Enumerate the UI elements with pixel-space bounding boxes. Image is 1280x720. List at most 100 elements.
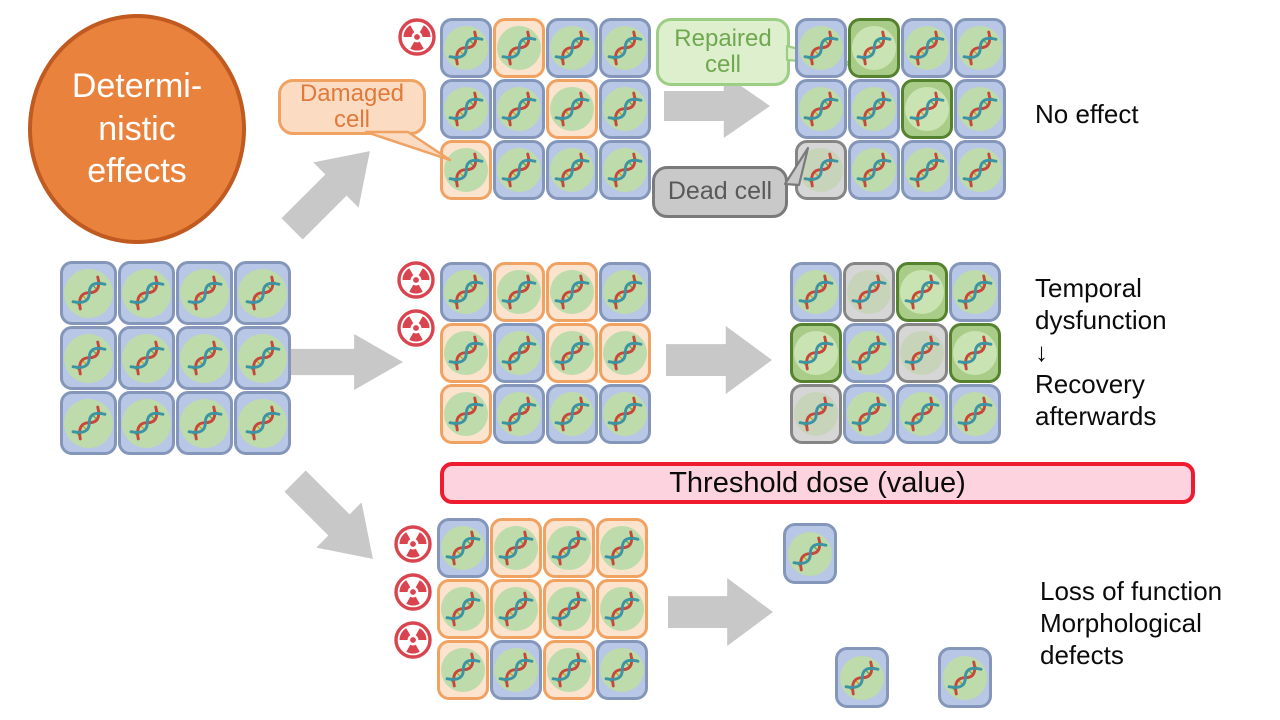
cell-nucleus: [441, 587, 485, 631]
cell-nucleus: [953, 392, 997, 436]
dna-helix-icon: [448, 30, 484, 66]
radiation-dose-stack-top: [397, 17, 437, 57]
damaged-cell-label: Damaged cell: [299, 79, 405, 133]
radiation-trefoil-icon: [397, 309, 435, 347]
outcome-text-middle: Temporal dysfunction ↓ Recovery afterwar…: [1035, 273, 1167, 431]
cell-nucleus: [238, 333, 287, 383]
dna-helix-icon: [798, 274, 834, 310]
cell-nucleus: [64, 398, 113, 448]
normal-cell: [546, 18, 598, 78]
radiation-trefoil-icon: [397, 261, 435, 299]
cell-nucleus: [497, 26, 541, 70]
cell-nucleus: [122, 268, 171, 318]
dna-helix-icon: [187, 405, 222, 441]
dna-helix-icon: [551, 591, 587, 627]
dna-helix-icon: [607, 91, 643, 127]
damaged-cell: [437, 640, 489, 700]
dna-helix-icon: [851, 396, 887, 432]
cell-nucleus: [900, 331, 944, 375]
surviving-cell: [783, 523, 837, 584]
dna-helix-icon: [554, 152, 590, 188]
normal-cell: [60, 261, 117, 325]
cell-nucleus: [852, 148, 896, 192]
repaired-cell: [901, 79, 953, 139]
outcome-grid-middle: [790, 262, 1001, 444]
cell-nucleus: [603, 270, 647, 314]
cell-nucleus: [600, 587, 644, 631]
dna-helix-icon: [604, 530, 640, 566]
outcome-grid-top: [795, 18, 1006, 200]
cell-nucleus: [550, 87, 594, 131]
dna-helix-icon: [551, 652, 587, 688]
cell-nucleus: [958, 148, 1002, 192]
cell-nucleus: [958, 87, 1002, 131]
normal-cell: [546, 140, 598, 200]
dna-helix-icon: [904, 396, 940, 432]
cell-nucleus: [122, 333, 171, 383]
normal-cell: [795, 18, 847, 78]
cell-nucleus: [494, 526, 538, 570]
damaged-cell: [546, 323, 598, 383]
cell-nucleus: [180, 333, 229, 383]
repaired-cell-callout: Repaired cell: [656, 18, 790, 86]
cell-nucleus: [799, 26, 843, 70]
dna-helix-icon: [909, 152, 945, 188]
repaired-cell: [949, 323, 1001, 383]
cell-nucleus: [497, 270, 541, 314]
cell-nucleus: [900, 392, 944, 436]
damaged-cell: [490, 579, 542, 639]
normal-cell: [118, 391, 175, 455]
dna-helix-icon: [448, 91, 484, 127]
damaged-cell: [437, 579, 489, 639]
normal-cell: [938, 647, 992, 708]
cell-nucleus: [958, 26, 1002, 70]
dna-helix-icon: [448, 335, 484, 371]
normal-cell: [440, 79, 492, 139]
dna-helix-icon: [245, 275, 280, 311]
dna-helix-icon: [187, 275, 222, 311]
cell-nucleus: [497, 331, 541, 375]
normal-cell: [546, 384, 598, 444]
cell-nucleus: [547, 526, 591, 570]
damaged-cell: [599, 323, 651, 383]
repaired-cell: [896, 262, 948, 322]
normal-cell: [599, 384, 651, 444]
cell-nucleus: [547, 587, 591, 631]
normal-cell: [599, 18, 651, 78]
dna-helix-icon: [445, 530, 481, 566]
cell-nucleus: [444, 26, 488, 70]
dna-helix-icon: [554, 30, 590, 66]
cell-nucleus: [444, 392, 488, 436]
cell-nucleus: [494, 648, 538, 692]
damaged-cell: [543, 640, 595, 700]
normal-cell: [954, 18, 1006, 78]
damaged-cell: [493, 262, 545, 322]
threshold-dose-label: Threshold dose (value): [669, 466, 966, 499]
dna-helix-icon: [129, 340, 164, 376]
dna-helix-icon: [607, 152, 643, 188]
cell-nucleus: [497, 148, 541, 192]
repaired-cell: [848, 18, 900, 78]
cell-nucleus: [847, 270, 891, 314]
dna-helix-icon: [851, 274, 887, 310]
normal-cell: [176, 326, 233, 390]
normal-cell: [118, 261, 175, 325]
surviving-cell: [938, 647, 992, 708]
dna-helix-icon: [554, 335, 590, 371]
damaged-cell: [596, 579, 648, 639]
normal-cell: [848, 79, 900, 139]
repaired-cell-label: Repaired cell: [674, 24, 772, 78]
dna-helix-icon: [498, 652, 534, 688]
normal-cell: [835, 647, 889, 708]
dna-helix-icon: [448, 274, 484, 310]
normal-cell: [949, 262, 1001, 322]
cell-nucleus: [905, 87, 949, 131]
normal-cell: [599, 140, 651, 200]
cell-nucleus: [943, 655, 987, 700]
radiation-trefoil-icon: [394, 525, 432, 563]
normal-cell: [176, 261, 233, 325]
dna-helix-icon: [187, 340, 222, 376]
normal-cell: [599, 262, 651, 322]
radiation-dose-stack-bottom: [393, 524, 433, 660]
dna-helix-icon: [803, 91, 839, 127]
